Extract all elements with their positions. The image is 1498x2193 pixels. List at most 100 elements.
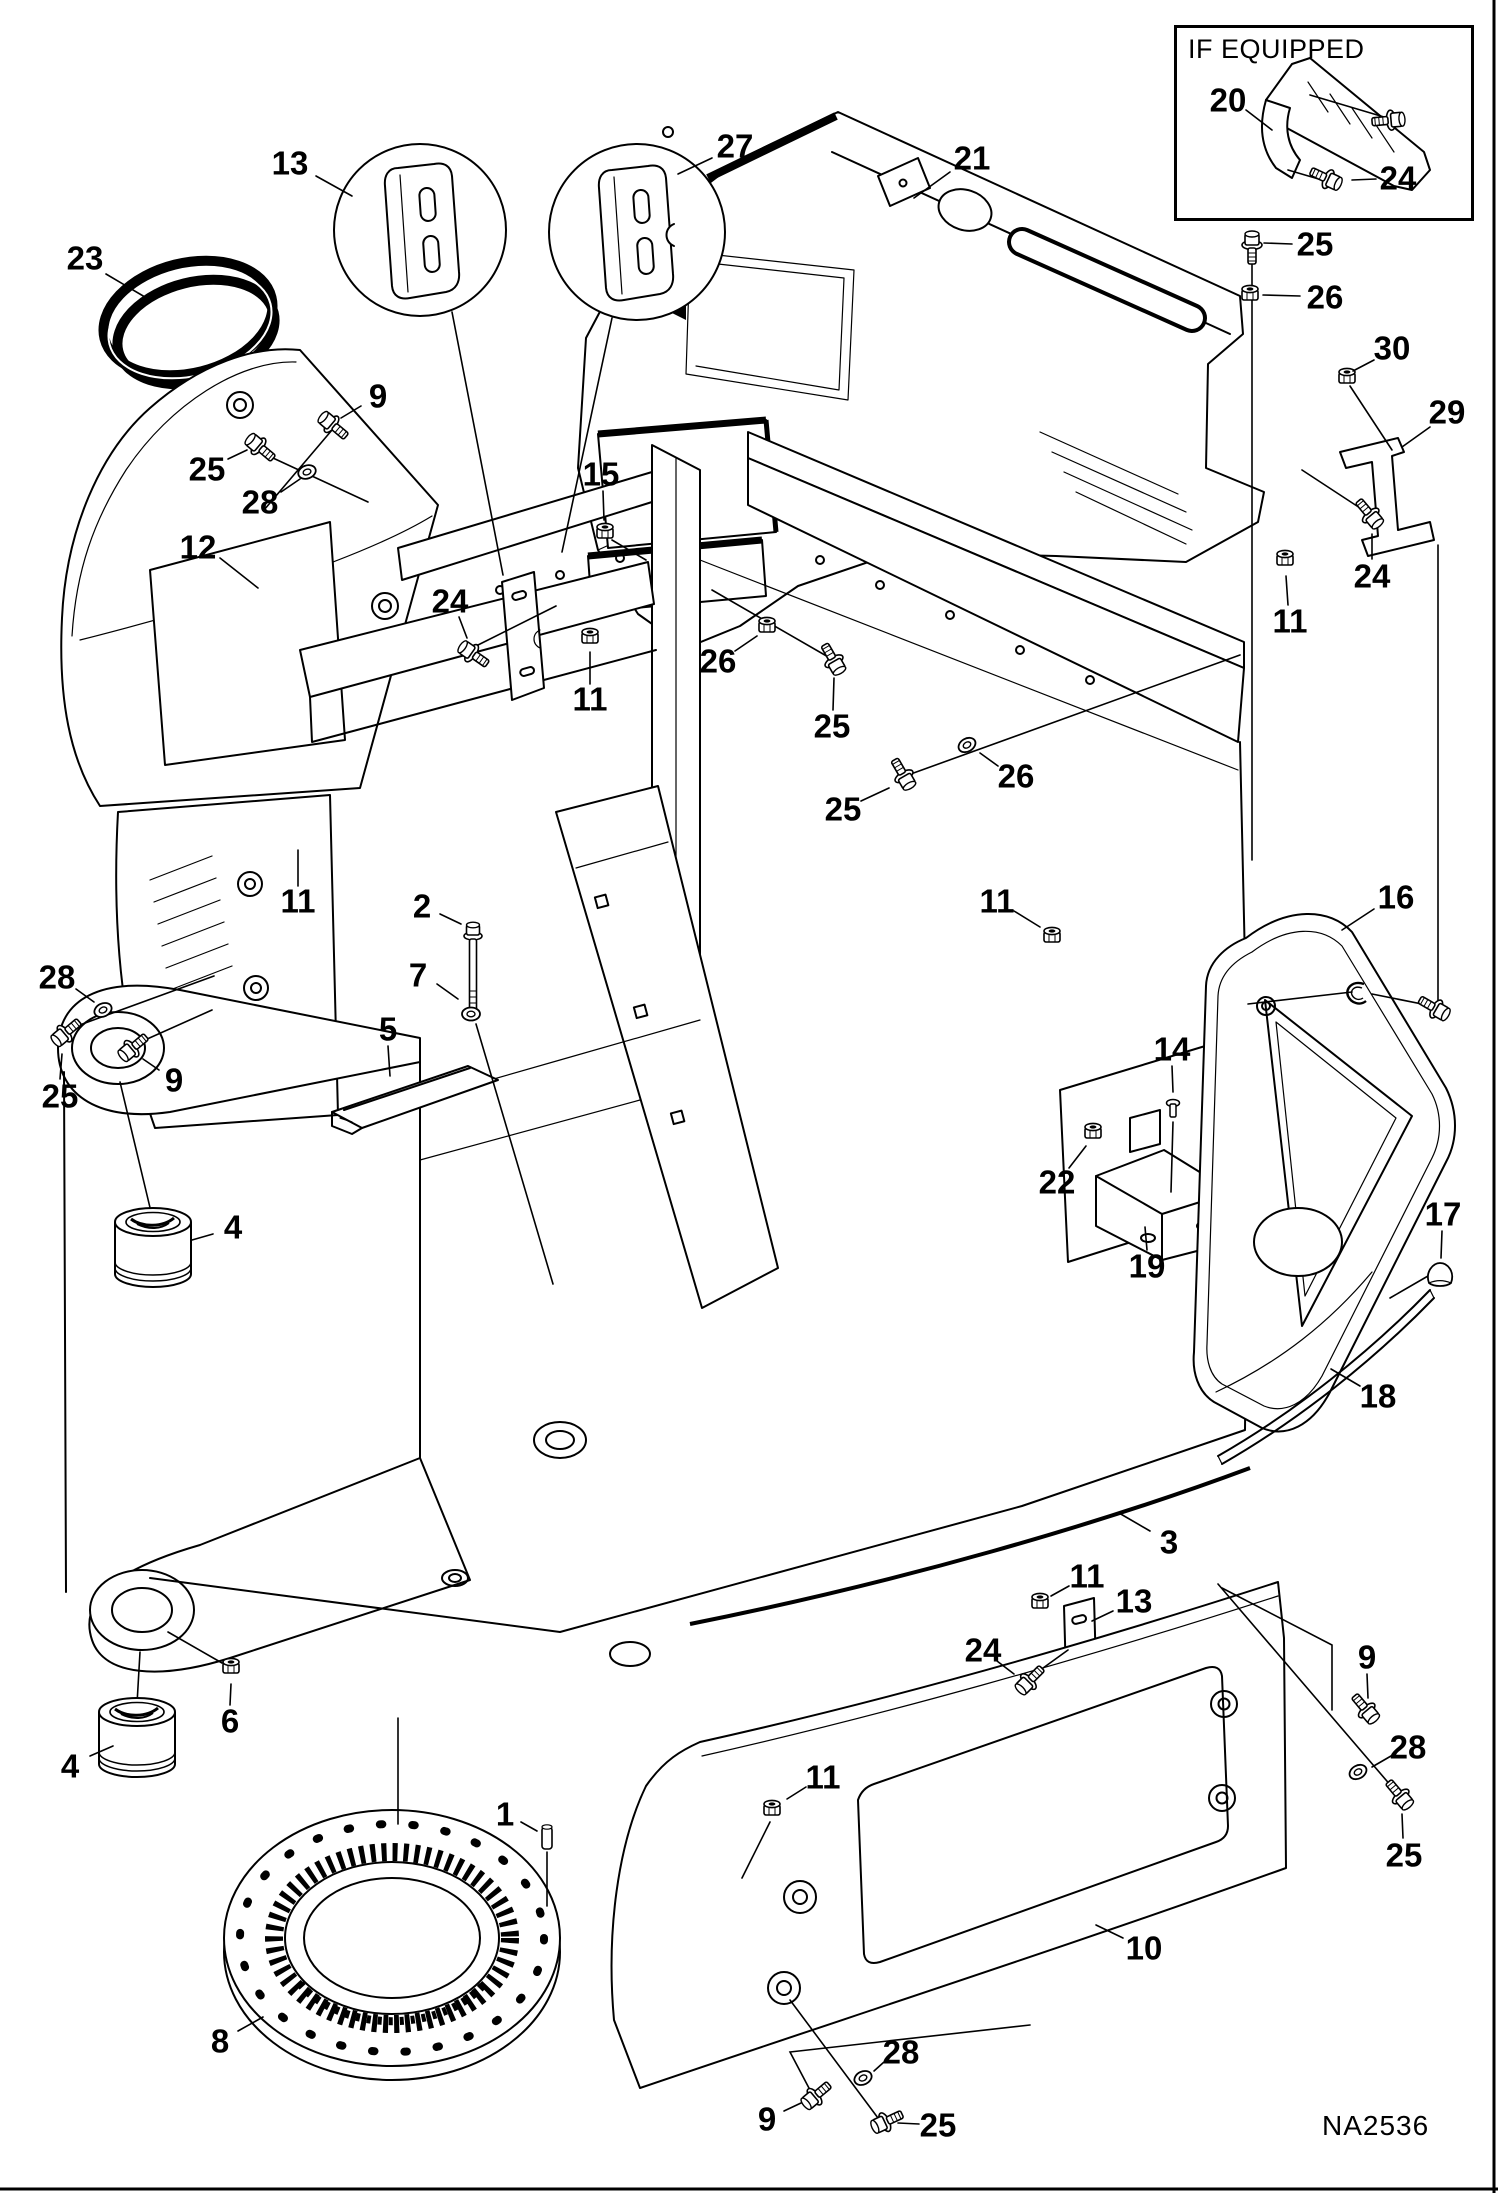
callout-leader-line: [1095, 1924, 1124, 1939]
callout-leader-line: [436, 983, 459, 1000]
callout-leader-line: [1371, 1755, 1392, 1768]
detail-balloon-13: [333, 143, 507, 317]
part-20-bracket-drawing: [1260, 57, 1431, 191]
nut-icon: [1241, 284, 1259, 301]
callout-leader-line: [142, 1058, 160, 1071]
callout-7: 7: [409, 957, 427, 994]
callout-24: 24: [1354, 558, 1391, 595]
callout-17: 17: [1425, 1196, 1462, 1233]
callout-11: 11: [281, 883, 316, 920]
bolt-icon: [1241, 230, 1263, 265]
callout-leader-line: [1351, 178, 1377, 181]
callout-leader-line: [340, 405, 362, 419]
callout-24: 24: [432, 583, 469, 620]
callout-leader-line: [783, 2102, 802, 2112]
callout-leader-line: [1245, 109, 1273, 131]
callout-21: 21: [954, 140, 991, 177]
callout-24: 24: [965, 1632, 1002, 1669]
callout-leader-line: [229, 1683, 232, 1706]
callout-18: 18: [1360, 1378, 1397, 1415]
callout-leader-line: [1440, 1230, 1443, 1259]
nut-icon: [1031, 1592, 1049, 1609]
callout-28: 28: [242, 484, 279, 521]
callout-1: 1: [496, 1796, 514, 1833]
part-18-trim-strip-drawing: [1217, 1289, 1435, 1465]
nut-icon: [581, 627, 599, 644]
callout-leader-line: [786, 1786, 807, 1800]
callout-25: 25: [814, 708, 851, 745]
callout-leader-line: [677, 157, 713, 175]
callout-2: 2: [413, 888, 431, 925]
callout-leader-line: [227, 449, 248, 460]
callout-25: 25: [1297, 226, 1334, 263]
callout-10: 10: [1126, 1930, 1163, 1967]
pin-icon: [541, 1824, 553, 1850]
if-equipped-box: [1174, 25, 1474, 221]
callout-29: 29: [1429, 394, 1466, 431]
callout-leader-line: [59, 1053, 63, 1080]
callout-leader-line: [873, 2061, 885, 2072]
callout-leader-line: [897, 2122, 920, 2125]
callout-leader-line: [219, 557, 259, 589]
callout-leader-line: [520, 1821, 538, 1832]
callout-leader-line: [1263, 242, 1293, 245]
callout-leader-line: [860, 787, 890, 802]
nut-icon: [763, 1799, 781, 1816]
callout-leader-line: [996, 1660, 1015, 1675]
callout-28: 28: [39, 959, 76, 996]
bushing-icon: [113, 1206, 193, 1289]
callout-22: 22: [1039, 1164, 1076, 1201]
part-12-left-cover-drawing: [60, 348, 439, 807]
nut-icon: [758, 616, 776, 633]
callout-leader-line: [1401, 426, 1431, 448]
callout-leader-line: [439, 913, 462, 925]
callout-leader-line: [913, 171, 951, 199]
callout-28: 28: [1390, 1729, 1427, 1766]
callout-23: 23: [67, 240, 104, 277]
callout-leader-line: [191, 1233, 214, 1241]
callout-leader-line: [1366, 1673, 1369, 1699]
callout-leader-line: [602, 490, 605, 521]
callout-24: 24: [1380, 160, 1417, 197]
washer-icon: [461, 1006, 481, 1022]
callout-leader-line: [458, 616, 468, 639]
part-5-rail-drawing: [331, 1065, 499, 1135]
drawing-number: NA2536: [1322, 2110, 1430, 2141]
callout-leader-line: [734, 635, 758, 652]
nut-icon: [596, 522, 614, 539]
callout-9: 9: [758, 2101, 776, 2138]
callout-4: 4: [61, 1748, 80, 1785]
callout-25: 25: [42, 1078, 79, 1115]
callout-leader-line: [1091, 1610, 1114, 1622]
callout-3: 3: [1160, 1524, 1178, 1561]
callout-19: 19: [1129, 1248, 1166, 1285]
part-29-bracket-drawing: [1339, 437, 1435, 557]
callout-leader-line: [1050, 1585, 1070, 1597]
callout-11: 11: [573, 681, 608, 718]
callout-20: 20: [1210, 82, 1247, 119]
callout-leader-line: [1013, 910, 1041, 928]
callout-9: 9: [1358, 1639, 1376, 1676]
callout-leader-line: [1285, 575, 1289, 606]
nut-icon: [1084, 1122, 1102, 1139]
detail-balloon-27: [548, 143, 726, 321]
callout-30: 30: [1374, 330, 1411, 367]
part-16-right-cover-drawing: [1192, 913, 1456, 1433]
bushing-icon: [97, 1696, 177, 1779]
part-8-swing-circle-drawing: [223, 1809, 561, 2081]
bolt-icon: [867, 2104, 908, 2138]
callout-leader-line: [387, 1045, 391, 1077]
bolt-icon: [1346, 1688, 1385, 1729]
longbolt-icon: [463, 921, 483, 1012]
callout-leader-line: [280, 478, 301, 493]
callout-28: 28: [883, 2034, 920, 2071]
callout-15: 15: [583, 456, 620, 493]
callout-leader-line: [1144, 1226, 1148, 1251]
callout-leader-line: [1341, 908, 1375, 931]
callout-25: 25: [1386, 1837, 1423, 1874]
callout-leader-line: [1262, 294, 1301, 297]
assembly-lines: [65, 251, 1439, 2119]
